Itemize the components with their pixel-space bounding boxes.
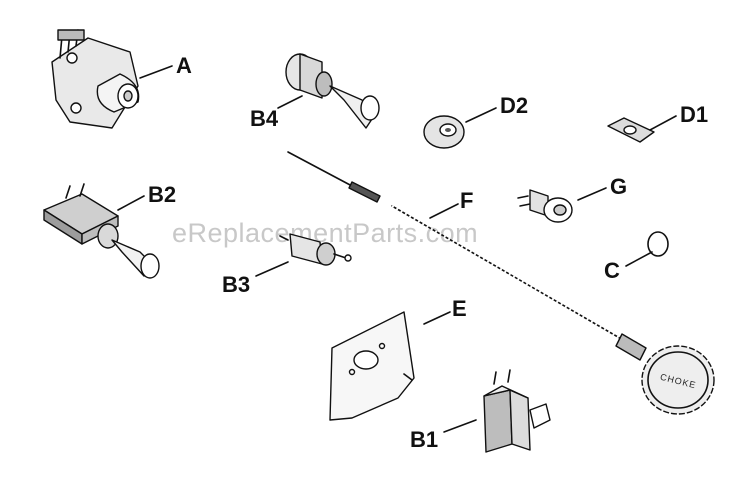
part-f-choke-cable: CHOKE [287,151,715,415]
leader-b1 [443,419,477,433]
leader-c [625,251,653,267]
label-b1: B1 [410,427,438,452]
part-e-bracket [329,311,415,421]
part-c-ring [647,231,669,257]
leader-e [423,311,451,325]
label-e: E [452,296,467,321]
part-b1-toggle [483,369,551,453]
label-g: G [610,174,627,199]
leader-d2 [465,107,497,123]
label-b4: B4 [250,106,279,131]
part-d1-clip [607,117,655,143]
label-a: A [176,53,192,78]
label-d2: D2 [500,93,528,118]
label-c: C [604,258,620,283]
label-b3: B3 [222,272,250,297]
part-a-switch [51,29,140,129]
leader-b4 [277,95,303,109]
part-b3-switch [279,233,352,266]
part-b4-switch [285,53,380,129]
leader-g [577,187,607,201]
label-d1: D1 [680,102,708,127]
part-d2-washer [423,115,465,149]
leader-f [429,203,459,219]
leader-b2 [117,195,145,211]
leader-a [139,65,173,79]
label-f: F [460,188,473,213]
label-b2: B2 [148,182,176,207]
leader-d1 [649,115,677,131]
leader-b3 [255,261,289,277]
part-g-switch [517,189,573,223]
part-b2-switch [43,183,160,279]
